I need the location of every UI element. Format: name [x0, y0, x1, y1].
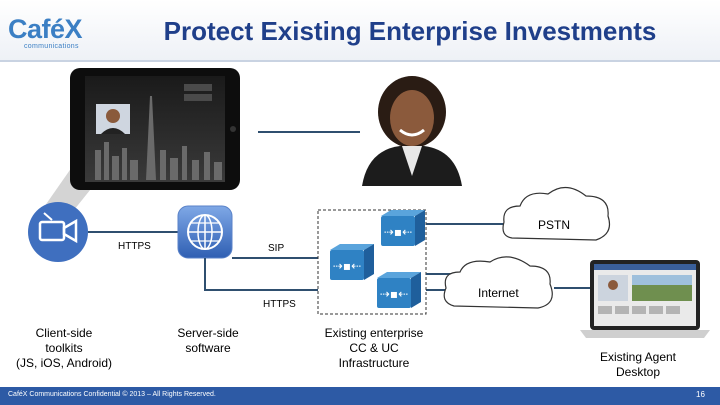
laptop-device — [580, 260, 710, 338]
header-bar — [0, 0, 720, 60]
page-number: 16 — [696, 390, 705, 399]
label-sip: SIP — [268, 243, 285, 254]
internet-cloud — [443, 256, 553, 309]
svg-text:⇢▪⇠: ⇢▪⇠ — [333, 259, 361, 273]
title-divider — [0, 60, 720, 62]
label-https-server: HTTPS — [263, 299, 296, 310]
logo-wordmark: CaféX — [8, 14, 83, 44]
cafex-logo: CaféX communications — [8, 14, 108, 54]
page-title: Protect Existing Enterprise Investments — [163, 16, 657, 46]
footer-bar — [0, 387, 720, 405]
caption-agent-desktop: Existing Agent Desktop — [599, 350, 677, 379]
label-internet: Internet — [478, 286, 519, 300]
router-icon: ⇢▪⇠ — [377, 272, 421, 308]
city-skyline — [95, 96, 222, 180]
architecture-diagram: ⇢▪⇠ ⇢▪⇠ ⇢▪⇠ — [28, 68, 710, 338]
pstn-cloud — [502, 186, 611, 241]
caption-enterprise: Existing enterprise CC & UC Infrastructu… — [324, 326, 424, 370]
logo-subtext: communications — [24, 43, 79, 50]
globe-icon — [177, 205, 233, 259]
caption-client-side: Client-side toolkits (JS, iOS, Android) — [15, 326, 113, 370]
router-icon: ⇢▪⇠ — [381, 210, 425, 246]
svg-text:⇢▪⇠: ⇢▪⇠ — [380, 287, 408, 301]
label-pstn: PSTN — [538, 218, 571, 232]
video-camera-icon — [28, 202, 88, 262]
agent-portrait — [362, 76, 462, 186]
tablet-device — [70, 68, 240, 190]
svg-text:⇢▪⇠: ⇢▪⇠ — [384, 225, 412, 239]
caption-server-side: Server-side software — [177, 326, 239, 355]
footer-copyright: CaféX Communications Confidential © 2013… — [8, 391, 216, 398]
label-https-client: HTTPS — [118, 241, 151, 252]
router-icon: ⇢▪⇠ — [330, 244, 374, 280]
